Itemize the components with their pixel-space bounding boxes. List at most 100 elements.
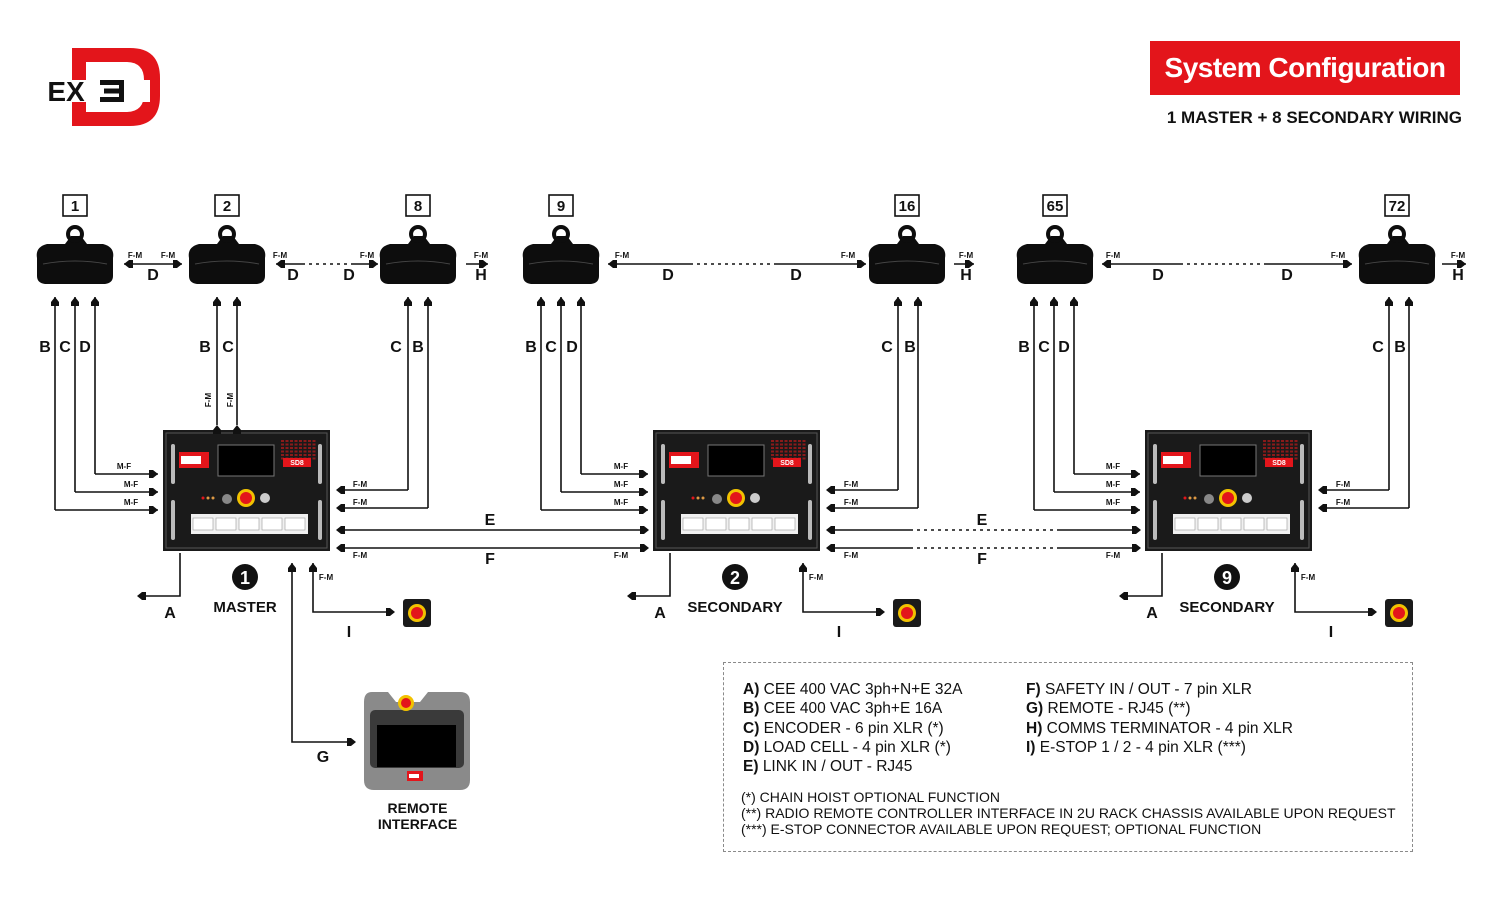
remote-label-line1: REMOTE: [387, 800, 448, 816]
connector-plug-icon: [336, 526, 345, 534]
connector-plug-icon: [799, 563, 807, 572]
channel-connector: [215, 517, 237, 531]
vent-slot: [294, 447, 298, 449]
connector-plug-icon: [213, 297, 221, 306]
vent-slot: [303, 443, 307, 446]
vent-slot: [1281, 443, 1284, 446]
vent-slot: [775, 454, 779, 456]
connector-plug-icon: [1131, 470, 1140, 478]
vent-slot: [771, 447, 774, 449]
vent-slot: [1285, 440, 1289, 442]
panel-model-label: SD8: [1272, 460, 1286, 467]
vent-slot: [1285, 454, 1289, 456]
logo-text: EX: [47, 76, 85, 107]
cable-label-b: B: [1018, 339, 1030, 356]
hoist-body: [188, 244, 266, 284]
status-led: [201, 496, 205, 500]
vent-slot: [1276, 443, 1280, 446]
connector-plug-icon: [1132, 526, 1141, 534]
vent-slot: [294, 454, 298, 456]
connector-plug-icon: [876, 608, 885, 616]
chain-hoist-icon: 9: [522, 194, 600, 284]
plug-type-label: M-F: [124, 480, 138, 489]
connector-plug-icon: [1457, 260, 1466, 268]
hoist-hook: [1388, 225, 1406, 243]
vent-slot: [802, 454, 806, 456]
vent-slot: [290, 454, 293, 456]
connector-plug-icon: [1405, 297, 1413, 306]
plug-type-label: F-M: [353, 480, 368, 489]
connector-plug-icon: [347, 738, 356, 746]
connector-plug-icon: [1385, 297, 1393, 306]
connector-plug-icon: [91, 297, 99, 306]
chain-hoist-icon: 2: [188, 194, 266, 284]
cable-label-c: C: [1372, 339, 1384, 356]
power-cable-a: [141, 553, 181, 597]
vent-slot: [1272, 443, 1275, 446]
vent-slot: [1263, 443, 1266, 446]
remote-label-line2: INTERFACE: [377, 816, 458, 832]
vent-slot: [802, 457, 806, 460]
connector-plug-icon: [826, 544, 835, 552]
plug-type-label: M-F: [117, 462, 131, 471]
connector-plug-icon: [51, 297, 59, 306]
plug-type-label: F-M: [353, 551, 368, 560]
vent-slot: [1267, 447, 1271, 449]
vent-slot: [1272, 450, 1275, 453]
vent-slot: [290, 440, 293, 442]
vent-slot: [1272, 447, 1275, 449]
legend-column-right: F) SAFETY IN / OUT - 7 pin XLR G) REMOTE…: [1026, 680, 1293, 757]
connector-plug-icon: [1318, 486, 1327, 494]
unit-role-label: MASTER: [213, 599, 277, 616]
connector-plug-icon: [1050, 297, 1058, 306]
vent-slot: [303, 447, 307, 449]
vent-slot: [308, 440, 311, 442]
status-led: [1183, 496, 1187, 500]
vent-slot: [780, 440, 783, 442]
cable-label-c: C: [390, 339, 402, 356]
panel-logo-band: [1163, 456, 1183, 464]
vent-slot: [308, 450, 311, 453]
panel-model-label: SD8: [780, 460, 794, 467]
page-subtitle: 1 MASTER + 8 SECONDARY WIRING: [1166, 108, 1462, 127]
legend-row: D) LOAD CELL - 4 pin XLR (*): [743, 738, 951, 756]
rack-handle: [808, 444, 812, 484]
legend-notes: (*) CHAIN HOIST OPTIONAL FUNCTION (**) R…: [741, 789, 1396, 837]
vent-slot: [308, 447, 311, 449]
vent-slot: [1281, 450, 1284, 453]
vent-slot: [793, 440, 797, 442]
vent-slot: [780, 443, 783, 446]
estop-cable-i: [1294, 563, 1373, 613]
connector-plug-icon: [894, 297, 902, 306]
vent-slot: [1294, 454, 1298, 456]
vent-slot: [1272, 440, 1275, 442]
cable-label-c: C: [1038, 339, 1050, 356]
rack-handle: [1153, 500, 1157, 540]
status-led: [211, 496, 215, 500]
vent-slot: [312, 457, 316, 460]
vent-slot: [285, 440, 289, 442]
vent-slot: [784, 454, 788, 456]
cable-label-b: B: [904, 339, 916, 356]
plug-type-label: F-M: [273, 251, 288, 260]
connector-plug-icon: [639, 488, 648, 496]
plug-type-label: F-M: [1336, 498, 1351, 507]
vent-slot: [798, 450, 801, 453]
vent-slot: [789, 440, 792, 442]
hoist-number: 1: [71, 198, 79, 215]
connector-plug-icon: [826, 526, 835, 534]
connector-plug-icon: [826, 504, 835, 512]
estop-station-icon: [403, 599, 431, 627]
connector-plug-icon: [1030, 297, 1038, 306]
vent-slot: [1294, 447, 1298, 449]
legend-note: (**) RADIO REMOTE CONTROLLER INTERFACE I…: [741, 805, 1396, 821]
channel-connector: [728, 517, 750, 531]
cable-label-a: A: [164, 605, 176, 622]
legend-row: F) SAFETY IN / OUT - 7 pin XLR: [1026, 681, 1252, 698]
connector-plug-icon: [173, 260, 182, 268]
vent-slot: [312, 447, 316, 449]
hoist-hook: [552, 225, 570, 243]
vent-slot: [784, 447, 788, 449]
vent-slot: [303, 454, 307, 456]
